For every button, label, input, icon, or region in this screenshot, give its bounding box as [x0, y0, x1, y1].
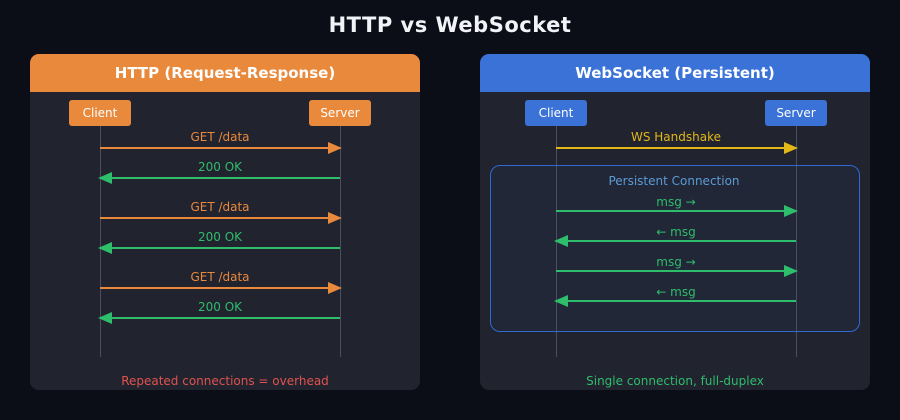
ws-client-box: Client	[525, 100, 587, 126]
http-footer-note: Repeated connections = overhead	[121, 374, 329, 388]
http-panel: HTTP (Request-Response) Client Server GE…	[30, 54, 420, 390]
ws-message-label: msg →	[656, 195, 696, 209]
ws-server-lifeline	[796, 126, 797, 357]
http-client-lifeline	[100, 126, 101, 357]
ws-message-label: ← msg	[656, 225, 696, 239]
ws-message-arrow	[556, 205, 798, 217]
ws-message-arrow	[554, 235, 796, 247]
persistent-connection-box	[490, 165, 860, 332]
http-request-arrow	[100, 142, 342, 154]
websocket-panel: WebSocket (Persistent) Client Server WS …	[480, 54, 870, 390]
ws-footer-note: Single connection, full-duplex	[586, 374, 764, 388]
http-panel-header: HTTP (Request-Response)	[30, 54, 420, 92]
websocket-panel-header: WebSocket (Persistent)	[480, 54, 870, 92]
ws-message-label: msg →	[656, 255, 696, 269]
http-response-arrow	[98, 242, 340, 254]
http-server-box: Server	[309, 100, 371, 126]
ws-message-arrow	[556, 265, 798, 277]
ws-handshake-label: WS Handshake	[630, 130, 721, 144]
http-server-lifeline	[340, 126, 341, 357]
page-title: HTTP vs WebSocket	[328, 13, 572, 37]
http-request-label: GET /data	[190, 130, 250, 144]
http-response-label: 200 OK	[197, 230, 243, 244]
http-request-label: GET /data	[190, 200, 250, 214]
http-response-label: 200 OK	[197, 160, 243, 174]
http-client-box: Client	[69, 100, 131, 126]
ws-message-label: ← msg	[656, 285, 696, 299]
ws-server-box: Server	[765, 100, 827, 126]
http-response-arrow	[98, 312, 340, 324]
ws-message-arrow	[554, 295, 796, 307]
http-response-label: 200 OK	[197, 300, 243, 314]
http-response-arrow	[98, 172, 340, 184]
http-request-arrow	[100, 212, 342, 224]
http-request-arrow	[100, 282, 342, 294]
ws-handshake-arrow	[556, 142, 798, 154]
http-request-label: GET /data	[190, 270, 250, 284]
persistent-connection-label: Persistent Connection	[608, 174, 740, 188]
